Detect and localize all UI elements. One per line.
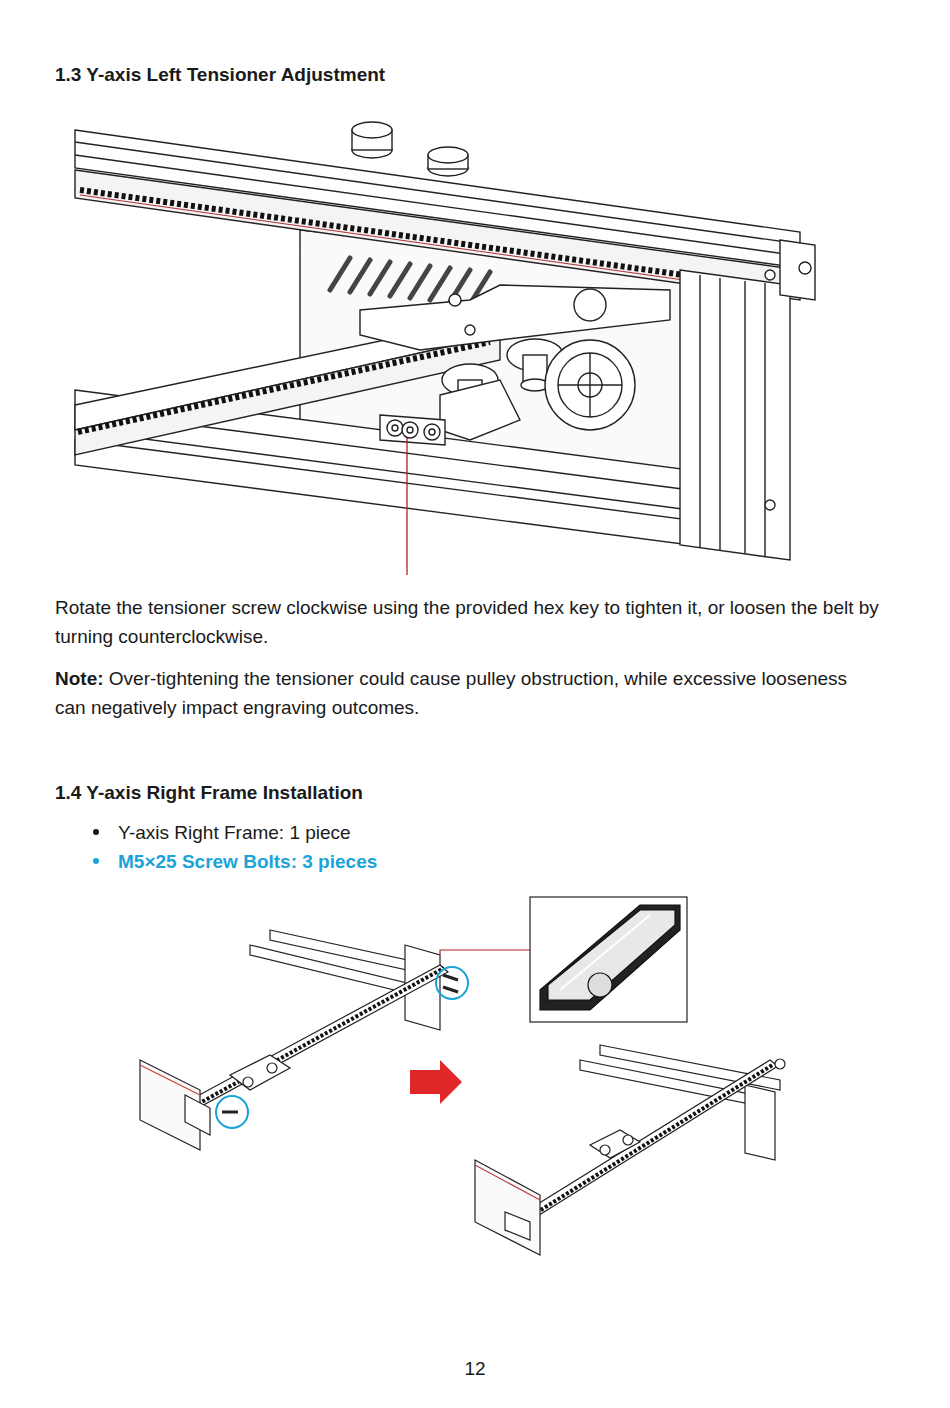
bullet-item: M5×25 Screw Bolts: 3 pieces	[118, 847, 878, 876]
note-text: Over-tightening the tensioner could caus…	[55, 668, 847, 718]
page-number: 12	[0, 1354, 950, 1383]
note-label: Note:	[55, 668, 104, 689]
note-paragraph: Note: Over-tightening the tensioner coul…	[55, 664, 855, 722]
bullet-dot	[93, 858, 99, 864]
bullet-dot	[93, 829, 99, 835]
section-heading: 1.4 Y-axis Right Frame Installation	[55, 778, 915, 807]
body-text: Rotate the tensioner screw clockwise usi…	[55, 593, 895, 651]
bullet-item: Y-axis Right Frame: 1 piece	[118, 818, 878, 847]
section-heading: 1.3 Y-axis Left Tensioner Adjustment	[55, 60, 915, 89]
